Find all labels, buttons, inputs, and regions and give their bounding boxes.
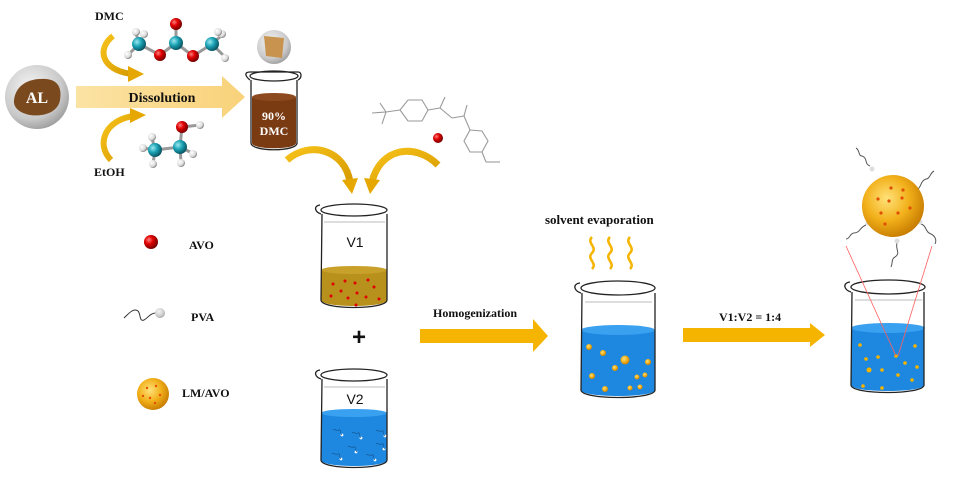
v2-label: V2 bbox=[346, 391, 363, 407]
al-sample-photo: AL bbox=[5, 65, 69, 129]
ratio-label: V1:V2 = 1:4 bbox=[719, 310, 781, 324]
dmc-beaker-label-line1: 90% bbox=[262, 109, 286, 123]
pva-chain-icon bbox=[123, 308, 165, 321]
etoh-arrowhead bbox=[130, 108, 146, 123]
beaker-v2: V2 bbox=[314, 368, 388, 469]
dissolution-stage: AL Dissolution DMC bbox=[5, 9, 302, 179]
al-label: AL bbox=[26, 90, 48, 107]
evaporation-vapor-icon bbox=[589, 236, 633, 270]
etoh-label: EtOH bbox=[94, 165, 125, 179]
curved-arrow-left bbox=[284, 146, 354, 183]
dmc-beaker-label-line2: DMC bbox=[260, 124, 289, 138]
legend-pva-label: PVA bbox=[191, 310, 214, 324]
curved-arrowhead-left bbox=[342, 178, 358, 194]
legend: AVO PVA LM/AVO bbox=[123, 235, 230, 410]
zoom-line-left bbox=[845, 245, 897, 357]
dmc-label: DMC bbox=[95, 9, 124, 23]
avo-red-sphere-icon bbox=[433, 133, 443, 143]
etoh-curved-arrow bbox=[100, 113, 135, 163]
v2-pva-chains bbox=[331, 429, 386, 461]
dissolution-arrow: Dissolution bbox=[76, 76, 245, 118]
homogenization-arrow bbox=[420, 319, 548, 352]
curved-arrowhead-right bbox=[364, 178, 380, 194]
evaporation-beaker bbox=[574, 280, 656, 399]
curved-arrow-right bbox=[368, 147, 441, 183]
zoom-line-right bbox=[897, 245, 933, 357]
v1-avo-dots bbox=[329, 278, 381, 307]
plus-sign: + bbox=[352, 324, 366, 351]
dissolution-label: Dissolution bbox=[129, 91, 196, 106]
magnified-lm-avo-particle bbox=[845, 147, 937, 268]
dmc-curved-arrow bbox=[100, 33, 133, 77]
lignin-film-photo bbox=[257, 30, 291, 64]
homogenization-label: Homogenization bbox=[433, 306, 517, 320]
v1-label: V1 bbox=[346, 234, 363, 250]
dmc-molecule-icon bbox=[124, 18, 229, 62]
beaker-v1: V1 bbox=[314, 203, 388, 309]
avo-sphere-icon bbox=[144, 235, 158, 249]
dmc-beaker: 90% DMC bbox=[245, 70, 302, 151]
avobenzone-structure-icon bbox=[371, 96, 500, 163]
ratio-arrow bbox=[683, 323, 825, 347]
pva-chains-on-particle bbox=[845, 147, 937, 268]
final-beaker bbox=[844, 279, 926, 394]
legend-lm-avo-label: LM/AVO bbox=[182, 386, 230, 400]
etoh-molecule-icon bbox=[139, 121, 204, 168]
final-particles bbox=[858, 343, 919, 390]
evaporation-label: solvent evaporation bbox=[545, 212, 654, 227]
evap-particles bbox=[586, 344, 651, 392]
legend-avo-label: AVO bbox=[189, 238, 214, 252]
dmc-arrowhead bbox=[128, 66, 144, 82]
lm-avo-particle-icon bbox=[137, 378, 169, 410]
